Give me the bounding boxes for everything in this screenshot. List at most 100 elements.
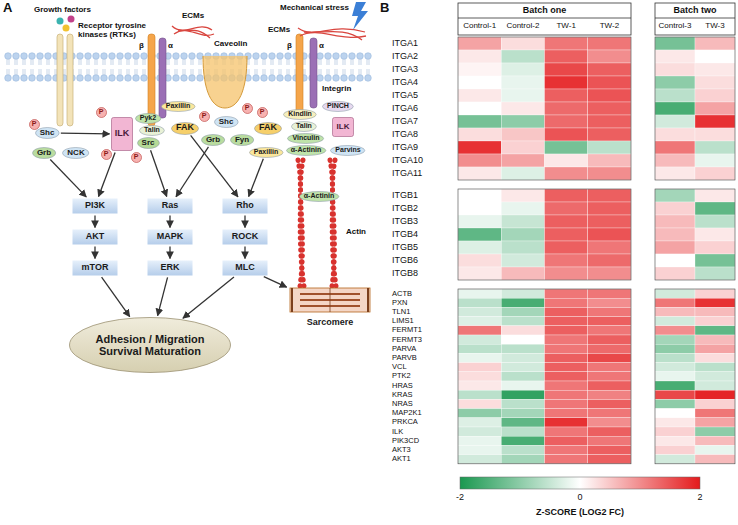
heatmap-cell bbox=[655, 390, 695, 399]
heatmap-cell bbox=[695, 353, 735, 362]
text-label: TW-1 bbox=[556, 22, 575, 30]
shape-outline bbox=[137, 138, 159, 149]
node-text: Paxillin bbox=[254, 148, 279, 156]
heatmap-cell bbox=[501, 141, 544, 154]
pathway-box: Rho bbox=[222, 198, 268, 214]
heatmap-cell bbox=[655, 89, 695, 102]
shape-outline bbox=[32, 148, 55, 159]
heatmap-cell bbox=[695, 37, 735, 50]
drawing-part bbox=[458, 18, 631, 19]
heatmap-cell bbox=[545, 307, 588, 316]
heatmap-cell bbox=[588, 455, 631, 464]
shape-outline bbox=[140, 125, 165, 135]
node-text: Talin bbox=[296, 122, 312, 130]
heatmap-cell bbox=[501, 455, 544, 464]
heatmap-frame bbox=[655, 189, 735, 280]
heatmap-frame bbox=[458, 189, 631, 280]
shape-outline bbox=[148, 199, 193, 214]
phospho-marker: P bbox=[242, 103, 253, 114]
arrow-connector bbox=[244, 247, 245, 259]
heatmap-cell bbox=[501, 418, 544, 427]
heatmap-cell bbox=[545, 241, 588, 254]
node-text: ERK bbox=[160, 263, 179, 273]
heatmap-cell bbox=[588, 76, 631, 89]
heatmap-cell bbox=[458, 418, 501, 427]
heatmap-cell bbox=[588, 363, 631, 372]
heatmap-cell bbox=[655, 241, 695, 254]
heatmap-cell bbox=[695, 344, 735, 353]
gene-label: NRAS bbox=[392, 400, 413, 408]
heatmap-cell bbox=[588, 128, 631, 141]
gene-label: ACTB bbox=[392, 290, 412, 298]
gene-label: ITGB6 bbox=[392, 256, 418, 265]
heatmap-cell bbox=[501, 202, 544, 215]
heatmap-cell bbox=[545, 344, 588, 353]
lightning-symbol bbox=[352, 2, 368, 30]
protein-ellipse: FAK bbox=[254, 122, 282, 135]
heatmap-cell bbox=[695, 102, 735, 115]
text-label: ECMs bbox=[268, 26, 290, 34]
panel-letter: B bbox=[380, 1, 389, 14]
heatmap-cell bbox=[695, 128, 735, 141]
heatmap-cell bbox=[655, 409, 695, 418]
heatmap-cell bbox=[588, 267, 631, 280]
heatmap-cell bbox=[501, 102, 544, 115]
gene-label: MAP2K1 bbox=[392, 409, 422, 417]
node-text: Src bbox=[142, 139, 155, 148]
shape-outline bbox=[292, 121, 317, 131]
gene-label: ITGA3 bbox=[392, 65, 418, 74]
heatmap-cell bbox=[655, 215, 695, 228]
heatmap-cell bbox=[501, 381, 544, 390]
text-label: 2 bbox=[697, 493, 702, 502]
heatmap-cell bbox=[655, 267, 695, 280]
arrow-connector bbox=[176, 147, 208, 197]
drawing-part bbox=[332, 160, 335, 286]
shape-outline bbox=[199, 111, 209, 121]
heatmap-cell bbox=[655, 418, 695, 427]
heatmap-cell bbox=[501, 89, 544, 102]
heatmap-cell bbox=[588, 115, 631, 128]
gene-label: KRAS bbox=[392, 391, 412, 399]
heatmap-cell bbox=[588, 215, 631, 228]
shape-outline bbox=[96, 107, 106, 117]
text-label: 0 bbox=[577, 493, 582, 502]
heatmap-cell bbox=[655, 128, 695, 141]
arrow-connector bbox=[169, 216, 170, 228]
protein-ellipse: Paxillin bbox=[249, 147, 284, 158]
heatmap-cell bbox=[458, 353, 501, 362]
node-text: Pyk2 bbox=[140, 114, 156, 122]
phospho-marker: P bbox=[199, 111, 210, 122]
shape-outline bbox=[223, 261, 268, 276]
heatmap-cell bbox=[545, 89, 588, 102]
heatmap-cell bbox=[458, 167, 501, 180]
kinase-box: ILK bbox=[111, 117, 133, 151]
arrow-connector bbox=[158, 277, 168, 315]
drawing-part bbox=[63, 25, 70, 32]
phospho-marker: P bbox=[96, 107, 107, 118]
pathway-box: MAPK bbox=[147, 229, 193, 245]
arrow-connector bbox=[50, 159, 86, 196]
heatmap-cell bbox=[458, 154, 501, 167]
heatmap-cell bbox=[545, 298, 588, 307]
sarcomere-drawing bbox=[290, 288, 370, 312]
protein-ellipse: Src bbox=[137, 137, 160, 149]
drawing-part bbox=[458, 3, 631, 35]
node-text: mTOR bbox=[82, 263, 109, 273]
gene-label: ITGA1 bbox=[392, 39, 418, 48]
heatmap-cell bbox=[501, 215, 544, 228]
drawing-part bbox=[57, 34, 63, 126]
heatmap-cell bbox=[458, 289, 501, 298]
heatmap-cell bbox=[458, 317, 501, 326]
heatmap-cell bbox=[501, 390, 544, 399]
text-label: α bbox=[319, 42, 324, 50]
node-text: Parvins bbox=[335, 146, 360, 154]
heatmap-cell bbox=[501, 128, 544, 141]
heatmap-cell bbox=[545, 372, 588, 381]
heatmap-cell bbox=[695, 63, 735, 76]
gene-label: PARVB bbox=[392, 354, 417, 362]
heatmap-cell bbox=[458, 128, 501, 141]
node-text: MLC bbox=[235, 263, 255, 273]
heatmap-cell bbox=[695, 335, 735, 344]
heatmap-cell bbox=[655, 307, 695, 316]
arrow-connector bbox=[94, 247, 95, 259]
